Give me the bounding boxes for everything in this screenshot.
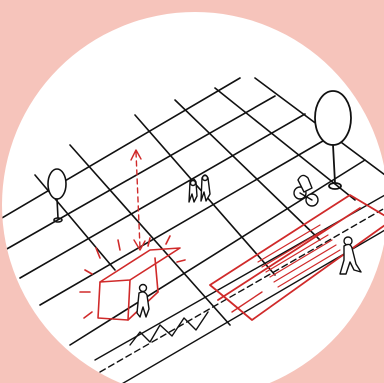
- plaza-illustration: [0, 0, 384, 383]
- illustration-stage: [0, 0, 384, 383]
